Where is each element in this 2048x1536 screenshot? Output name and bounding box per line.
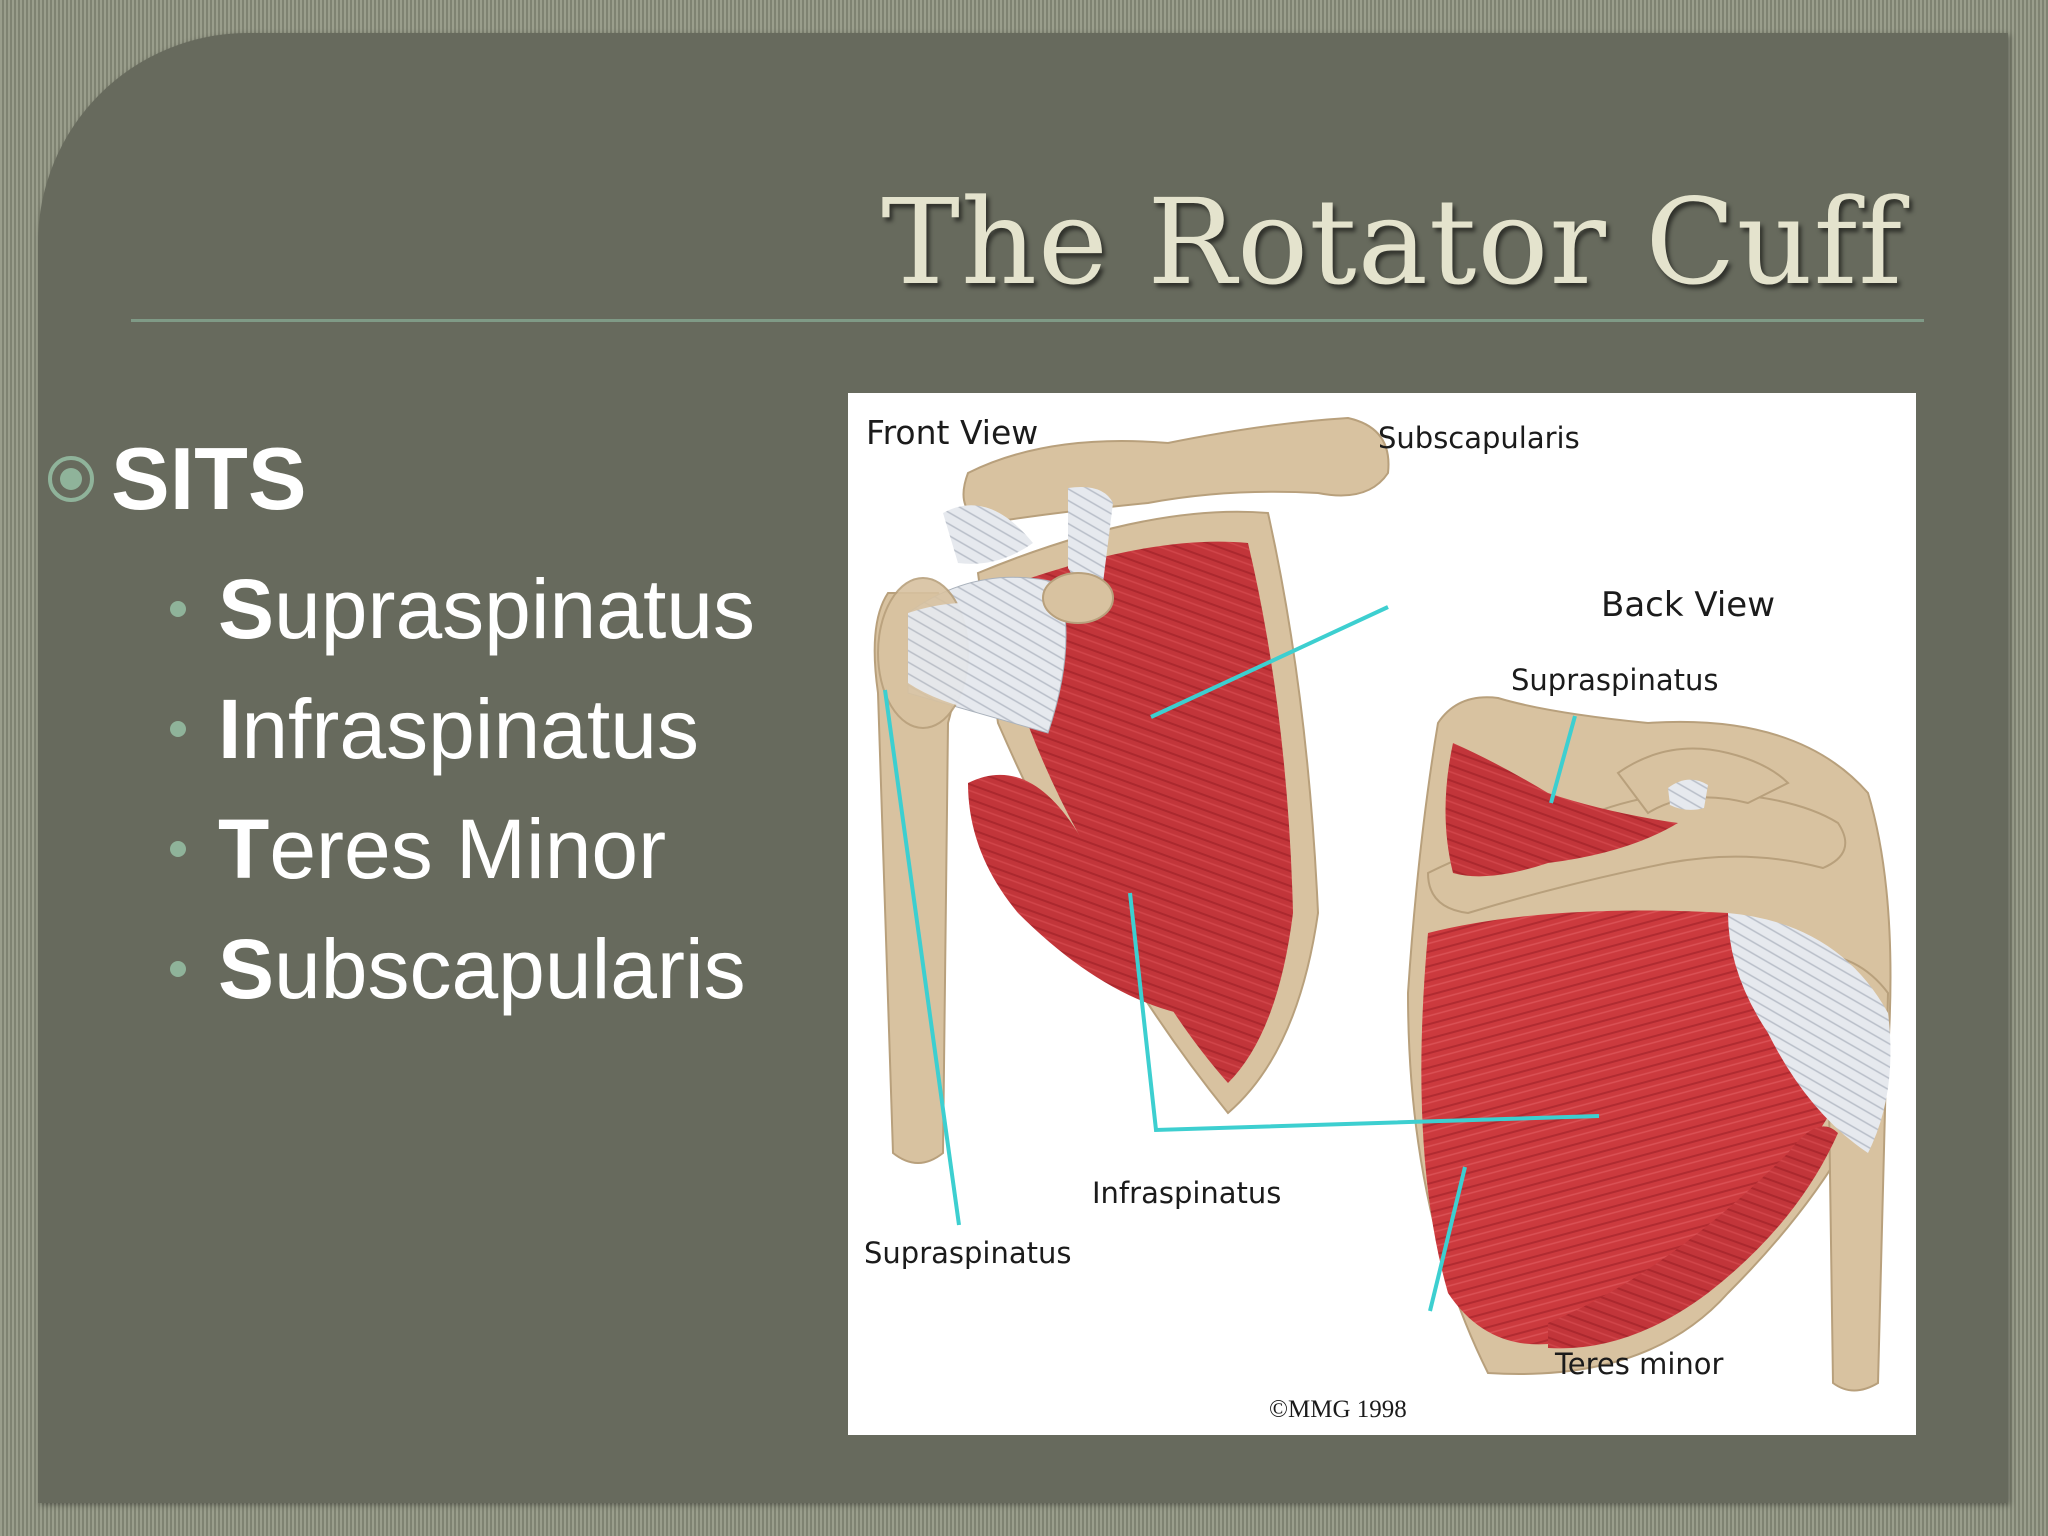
leader-lines [883, 605, 1600, 1312]
dot-bullet-icon [170, 961, 186, 977]
front-view-label: Front View [866, 413, 1038, 452]
supraspinatus-front-label: Supraspinatus [864, 1236, 1071, 1270]
slide-title: The Rotator Cuff [881, 173, 1903, 311]
dot-bullet-icon [170, 721, 186, 737]
teres-minor-leader-line [1428, 1166, 1467, 1312]
supraspinatus-back-label: Supraspinatus [1511, 663, 1718, 697]
bullet-heading: SITS [43, 429, 307, 529]
item-text: upraspinatus [274, 561, 756, 656]
supraspinatus-front-leader-line [883, 689, 961, 1226]
back-view-illustration [1406, 696, 1892, 1392]
infraspinatus-label: Infraspinatus [1092, 1176, 1281, 1210]
copyright-label: ©MMG 1998 [1269, 1396, 1407, 1423]
subscapularis-label: Subscapularis [1378, 421, 1580, 455]
item-initial: S [218, 921, 275, 1016]
subscapularis-leader-line [1150, 605, 1389, 719]
supraspinatus-back-leader-line [1549, 715, 1577, 804]
rotator-cuff-diagram: Front View Subscapularis Back View Supra… [848, 393, 1916, 1435]
item-text: nfraspinatus [241, 681, 699, 776]
dot-bullet-icon [170, 601, 186, 617]
back-view-label: Back View [1601, 585, 1775, 625]
item-initial: I [218, 681, 242, 776]
circle-bullet-icon [48, 456, 94, 502]
front-view-illustration [873, 416, 1390, 1164]
item-text: eres Minor [269, 801, 667, 896]
item-text: ubscapularis [274, 921, 746, 1016]
dot-bullet-icon [170, 841, 186, 857]
infraspinatus-leader-line [1128, 892, 1600, 1133]
title-divider [131, 319, 1924, 322]
teres-minor-label: Teres minor [1554, 1347, 1724, 1381]
heading-text: SITS [111, 429, 307, 528]
shoulder-anatomy-illustration: Front View Subscapularis Back View Supra… [864, 413, 1892, 1423]
item-initial: S [218, 561, 275, 656]
item-initial: T [218, 801, 270, 896]
